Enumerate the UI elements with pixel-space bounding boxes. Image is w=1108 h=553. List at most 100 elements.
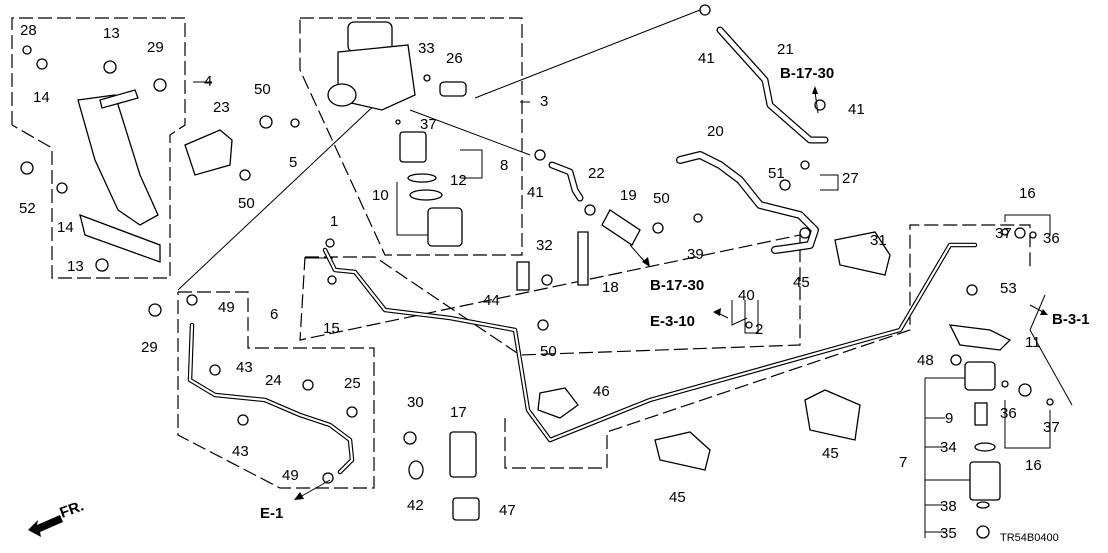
filter-8 bbox=[399, 131, 427, 163]
part-label[interactable]: 9 bbox=[945, 410, 953, 427]
part-label[interactable]: 23 bbox=[213, 99, 230, 116]
bracket-17 bbox=[449, 431, 477, 478]
flex-hose-2 bbox=[676, 151, 819, 254]
part-label[interactable]: 32 bbox=[536, 237, 553, 254]
part-label[interactable]: 16 bbox=[1019, 185, 1036, 202]
part-label[interactable]: 31 bbox=[870, 232, 887, 249]
arrow-left-icon bbox=[713, 308, 721, 316]
part-label[interactable]: 41 bbox=[848, 101, 865, 118]
part-label[interactable]: 10 bbox=[372, 187, 389, 204]
part-label[interactable]: 22 bbox=[588, 165, 605, 182]
part-label[interactable]: 17 bbox=[450, 404, 467, 421]
ref-e310[interactable]: E-3-10 bbox=[650, 313, 695, 330]
part-label[interactable]: 43 bbox=[236, 359, 253, 376]
cup-10 bbox=[427, 207, 463, 247]
part-label[interactable]: 37 bbox=[420, 116, 437, 133]
part-label[interactable]: 45 bbox=[669, 489, 686, 506]
part-label[interactable]: 13 bbox=[67, 258, 84, 275]
clip-45-b bbox=[804, 389, 861, 441]
hose-6 bbox=[187, 322, 355, 475]
part-label[interactable]: 11 bbox=[1025, 334, 1041, 351]
part-label[interactable]: 47 bbox=[499, 502, 516, 519]
modulator-3 bbox=[327, 21, 416, 111]
part-label[interactable]: 6 bbox=[270, 306, 278, 323]
part-label[interactable]: 30 bbox=[407, 394, 424, 411]
group-boundary-1 bbox=[299, 234, 801, 356]
ref-b31[interactable]: B-3-1 bbox=[1052, 311, 1090, 328]
seal-12 bbox=[407, 173, 437, 183]
part-label[interactable]: 34 bbox=[940, 439, 957, 456]
part-label[interactable]: 26 bbox=[446, 50, 463, 67]
part-label[interactable]: 14 bbox=[33, 89, 50, 106]
part-label[interactable]: 8 bbox=[500, 157, 508, 174]
front-indicator: FR. bbox=[28, 498, 86, 537]
part-label[interactable]: 35 bbox=[940, 525, 957, 542]
part-label[interactable]: 41 bbox=[698, 50, 715, 67]
part-label[interactable]: 50 bbox=[540, 343, 557, 360]
seal-10 bbox=[409, 189, 443, 201]
part-label[interactable]: 51 bbox=[768, 165, 785, 182]
part-label[interactable]: 12 bbox=[450, 172, 467, 189]
part-label[interactable]: 16 bbox=[1025, 457, 1042, 474]
part-label[interactable]: 40 bbox=[738, 287, 755, 304]
part-label[interactable]: 45 bbox=[822, 445, 839, 462]
part-label[interactable]: 24 bbox=[265, 372, 282, 389]
clip-46 bbox=[537, 387, 579, 419]
part-label[interactable]: 29 bbox=[141, 339, 158, 356]
part-label[interactable]: 15 bbox=[323, 320, 340, 337]
part-label[interactable]: 7 bbox=[899, 454, 907, 471]
part-label[interactable]: 50 bbox=[653, 190, 670, 207]
part-label[interactable]: 14 bbox=[57, 219, 74, 236]
part-label[interactable]: 49 bbox=[218, 299, 235, 316]
brake-pipe-1 bbox=[322, 242, 978, 443]
clip-45-a bbox=[834, 231, 891, 276]
part-label[interactable]: 28 bbox=[20, 22, 37, 39]
part-label[interactable]: 52 bbox=[19, 200, 36, 217]
ref-b1730-mid[interactable]: B-17-30 bbox=[650, 277, 704, 294]
part-label[interactable]: 20 bbox=[707, 123, 724, 140]
arrow-right-icon bbox=[1040, 309, 1048, 315]
part-label[interactable]: 41 bbox=[527, 184, 544, 201]
part-label[interactable]: 25 bbox=[344, 375, 361, 392]
ref-e1[interactable]: E-1 bbox=[260, 505, 283, 522]
part-label[interactable]: 36 bbox=[1043, 230, 1060, 247]
grommet-47 bbox=[452, 497, 480, 521]
ref-b1730-top[interactable]: B-17-30 bbox=[780, 65, 834, 82]
part-label[interactable]: 48 bbox=[917, 352, 934, 369]
part-label[interactable]: 1 bbox=[330, 213, 338, 230]
part-label[interactable]: 44 bbox=[483, 292, 500, 309]
bolt-30 bbox=[403, 431, 417, 445]
arrow-up-icon bbox=[812, 86, 818, 94]
part-label[interactable]: 50 bbox=[238, 195, 255, 212]
bracket-4 bbox=[77, 89, 161, 263]
part-label[interactable]: 39 bbox=[687, 246, 704, 263]
part-label[interactable]: 50 bbox=[254, 81, 271, 98]
part-label[interactable]: 42 bbox=[407, 497, 424, 514]
part-label[interactable]: 5 bbox=[289, 154, 297, 171]
group-boundary-4 bbox=[11, 17, 186, 279]
part-label[interactable]: 37 bbox=[995, 225, 1012, 242]
part-label[interactable]: 53 bbox=[1000, 280, 1017, 297]
part-label[interactable]: 27 bbox=[842, 170, 859, 187]
part-label[interactable]: 21 bbox=[777, 41, 794, 58]
part-label[interactable]: 2 bbox=[755, 321, 763, 338]
hose-22 bbox=[548, 161, 584, 202]
part-label[interactable]: 49 bbox=[282, 467, 299, 484]
part-label[interactable]: 46 bbox=[593, 383, 610, 400]
bracket-18 bbox=[577, 231, 589, 286]
part-label[interactable]: 29 bbox=[147, 39, 164, 56]
leader-lines bbox=[177, 9, 1073, 538]
part-label[interactable]: 33 bbox=[418, 40, 435, 57]
part-label[interactable]: 43 bbox=[232, 443, 249, 460]
part-label[interactable]: 38 bbox=[940, 498, 957, 515]
part-label[interactable]: 3 bbox=[540, 93, 548, 110]
part-label[interactable]: 36 bbox=[1000, 405, 1017, 422]
part-label[interactable]: 37 bbox=[1043, 419, 1060, 436]
part-label[interactable]: 19 bbox=[620, 187, 637, 204]
part-label[interactable]: 13 bbox=[103, 25, 120, 42]
diagram-code: TR54B0400 bbox=[1000, 532, 1059, 544]
part-label[interactable]: 18 bbox=[602, 279, 619, 296]
clip-44 bbox=[516, 261, 530, 291]
part-label[interactable]: 45 bbox=[793, 274, 810, 291]
part-label[interactable]: 4 bbox=[204, 73, 212, 90]
